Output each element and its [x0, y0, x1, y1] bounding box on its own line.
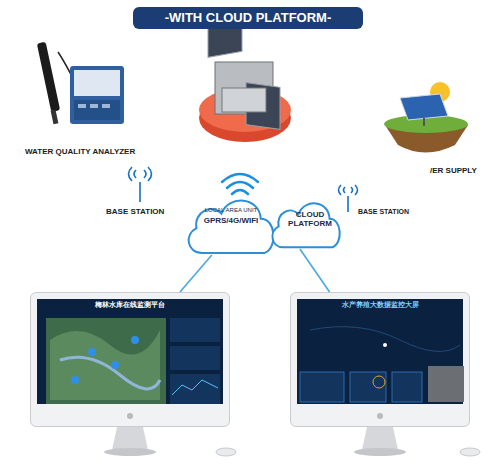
- part-label: BASE STATION: [358, 208, 409, 215]
- cloud-label: CLOUD PLATFORM: [282, 211, 338, 229]
- solar-supply: [384, 82, 468, 153]
- apple-logo: [127, 413, 383, 419]
- screen-title: 梅林水库在线监测平台: [37, 301, 223, 309]
- cloud-shape: CLOUD PLATFORM: [268, 197, 344, 249]
- screen-title: 水产养殖大数据监控大屏: [297, 301, 463, 309]
- cloud-label: LOCAL AREA UNIT: [191, 207, 271, 214]
- monitor-screen: 梅林水库在线监测平台: [37, 299, 223, 404]
- monitor-stand: [104, 427, 480, 456]
- monitor-box: 梅林水库在线监测平台: [30, 292, 230, 427]
- connector-line: [300, 249, 330, 292]
- cloud-shape: LOCAL AREA UNIT GPRS/4G/WIFI: [183, 193, 279, 255]
- cloud-outline: [189, 201, 274, 253]
- part-label: /ER SUPPLY: [430, 166, 477, 175]
- monitor-screen: 水产养殖大数据监控大屏: [297, 299, 463, 404]
- water-quality-analyzer: [37, 42, 124, 125]
- title-banner: -WITH CLOUD PLATFORM-: [133, 7, 363, 29]
- screen-dashboard: [300, 327, 464, 402]
- connector-line: [180, 255, 212, 292]
- part-label: BASE STATION: [106, 207, 164, 216]
- cloud-label: GPRS/4G/WIFI: [191, 217, 271, 226]
- part-label: WATER QUALITY ANALYZER: [25, 147, 135, 156]
- wifi-icon: [222, 174, 258, 194]
- screen-map: [46, 318, 220, 404]
- buoy: [199, 9, 291, 142]
- cloud-outline: [272, 203, 339, 247]
- monitor-box: 水产养殖大数据监控大屏: [290, 292, 470, 427]
